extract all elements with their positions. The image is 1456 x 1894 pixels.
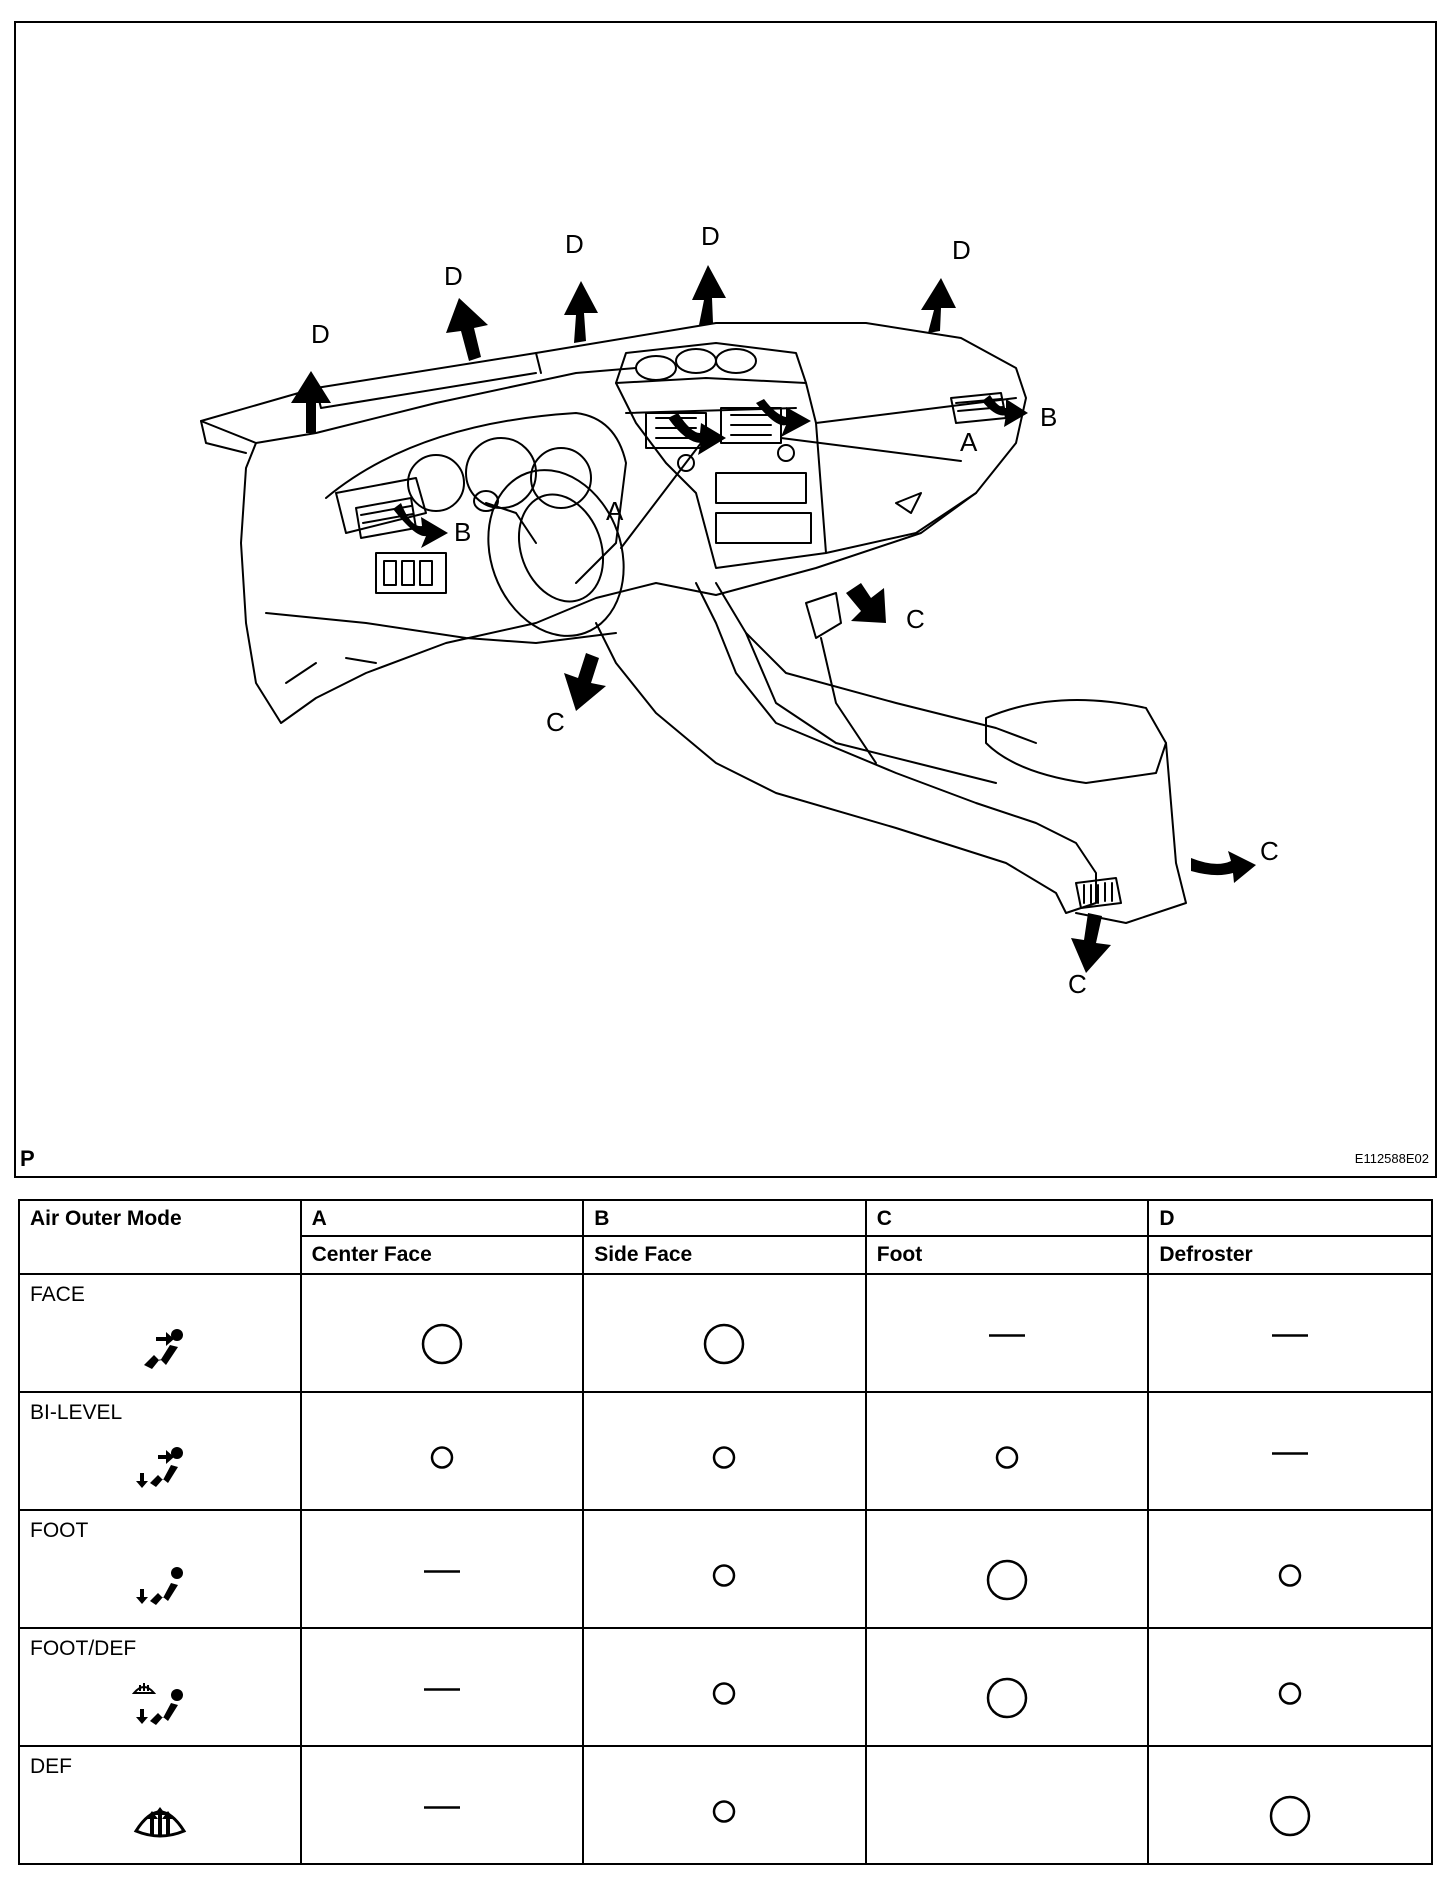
mode-name: DEF <box>30 1755 72 1778</box>
dash-mark <box>299 1745 585 1865</box>
table-header-row: Air Outer Mode A B C D <box>18 1199 1433 1275</box>
large-circle-mark <box>864 1509 1150 1629</box>
dash-mark <box>864 1273 1150 1393</box>
dashboard-drawing: D D D D D B B A A C C C C <box>200 221 1279 999</box>
dashboard-illustration: D D D D D B B A A C C C C P E112588E02 <box>14 21 1437 1178</box>
small-circle-mark <box>582 1745 867 1865</box>
foot-def-mode-icon <box>130 1679 190 1729</box>
small-circle-mark <box>299 1391 585 1511</box>
callout-c-left: C <box>546 707 565 737</box>
callout-a-left: A <box>606 496 624 526</box>
dash-mark <box>299 1509 585 1629</box>
col-c-letter: C <box>864 1199 1150 1237</box>
large-circle-mark <box>299 1273 585 1393</box>
large-circle-mark <box>582 1273 867 1393</box>
small-circle-mark <box>582 1391 867 1511</box>
large-circle-mark <box>864 1627 1150 1747</box>
callout-d-1: D <box>311 319 330 349</box>
col-d-letter: D <box>1147 1199 1433 1237</box>
table-row: BI-LEVEL <box>18 1391 1433 1511</box>
dash-mark <box>1147 1273 1433 1393</box>
table-subheader-row: Center Face Side Face Foot Defroster <box>19 1235 1433 1275</box>
mode-name: FOOT/DEF <box>30 1637 137 1660</box>
large-circle-mark <box>1147 1745 1433 1865</box>
small-circle-mark <box>582 1627 867 1747</box>
mode-cell: FOOT/DEF <box>18 1627 302 1747</box>
callout-b-right: B <box>1040 402 1057 432</box>
def-mode-icon <box>130 1797 190 1847</box>
callout-c-rear-right: C <box>1260 836 1279 866</box>
callout-d-2: D <box>444 261 463 291</box>
mode-name: BI-LEVEL <box>30 1401 123 1424</box>
small-circle-mark <box>1147 1627 1433 1747</box>
mode-cell: FOOT <box>18 1509 302 1629</box>
figure-id: E112588E02 <box>1354 1151 1429 1166</box>
mode-name: FACE <box>30 1283 85 1306</box>
col-c-name: Foot <box>864 1235 1150 1275</box>
dash-mark <box>299 1627 585 1747</box>
face-mode-icon <box>130 1325 190 1375</box>
mode-column-header: Air Outer Mode <box>18 1199 302 1275</box>
table-row: FACE <box>18 1273 1433 1393</box>
small-circle-mark <box>864 1391 1150 1511</box>
callout-d-4: D <box>701 221 720 251</box>
callout-c-console: C <box>906 604 925 634</box>
col-d-name: Defroster <box>1147 1235 1433 1275</box>
mode-cell: FACE <box>18 1273 302 1393</box>
col-a-name: Center Face <box>299 1235 585 1275</box>
mode-cell: DEF <box>18 1745 302 1865</box>
callout-d-5: D <box>952 235 971 265</box>
figure-corner-label: P <box>20 1146 35 1171</box>
small-circle-mark <box>582 1509 867 1629</box>
col-b-name: Side Face <box>582 1235 867 1275</box>
mode-cell: BI-LEVEL <box>18 1391 302 1511</box>
small-circle-mark <box>1147 1509 1433 1629</box>
mode-name: FOOT <box>30 1519 89 1542</box>
air-outer-mode-table: Air Outer Mode A B C D Center Face Side … <box>18 1199 1433 1865</box>
empty-mark <box>864 1745 1150 1865</box>
table-row: DEF <box>18 1745 1433 1865</box>
col-a-letter: A <box>299 1199 585 1237</box>
callout-a-right: A <box>960 427 978 457</box>
callout-d-3: D <box>565 229 584 259</box>
dash-mark <box>1147 1391 1433 1511</box>
callout-c-rear-down: C <box>1068 969 1087 999</box>
bi-level-mode-icon <box>130 1443 190 1493</box>
foot-mode-icon <box>130 1561 190 1611</box>
table-row: FOOT/DEF <box>18 1627 1433 1747</box>
callout-b-left: B <box>454 517 471 547</box>
col-b-letter: B <box>582 1199 867 1237</box>
table-row: FOOT <box>18 1509 1433 1629</box>
